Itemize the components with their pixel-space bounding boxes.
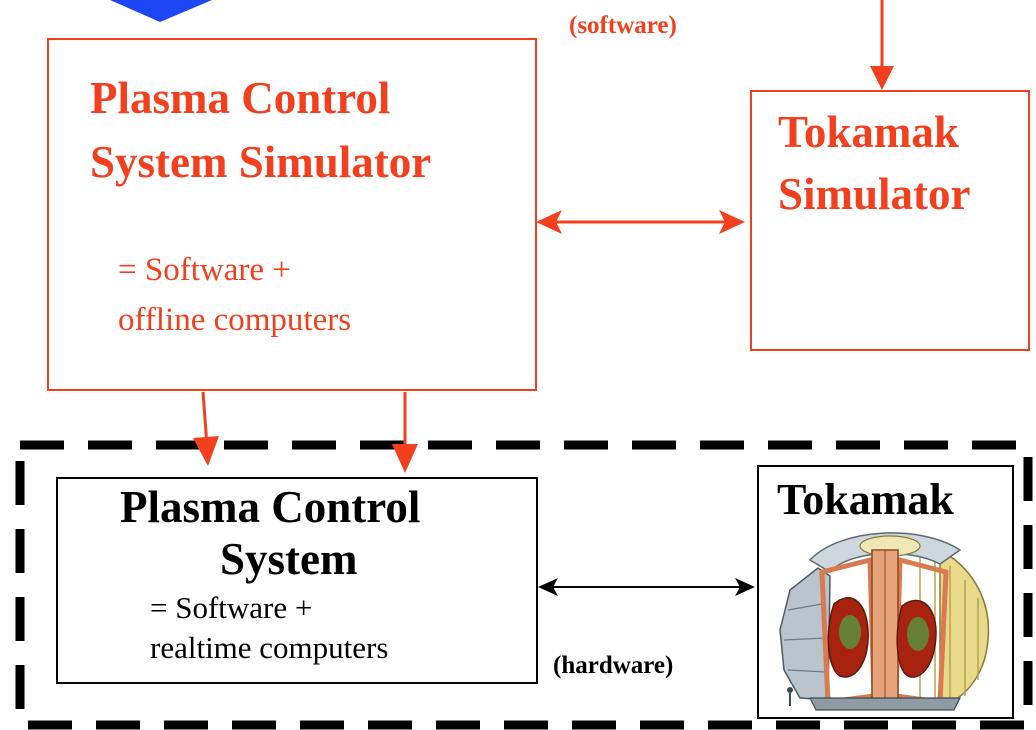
arrow-into-tokamak-simulator xyxy=(870,0,894,90)
arrow-simulator-exchange xyxy=(536,210,745,234)
pcs-box xyxy=(56,477,538,684)
pcs-simulator-title-line2: System Simulator xyxy=(90,137,432,187)
tokamak-simulator-box xyxy=(750,90,1030,351)
arrow-simulator-to-pcs-right xyxy=(392,392,418,473)
pcs-simulator-title-line1: Plasma Control xyxy=(90,73,391,123)
hardware-label: (hardware) xyxy=(553,652,674,679)
tokamak-cutaway-icon xyxy=(779,532,990,711)
software-label: (software) xyxy=(569,12,677,39)
hardware-boundary xyxy=(15,440,1033,730)
pcs-simulator-desc-line2: offline computers xyxy=(118,302,352,338)
pcs-title-line2: System xyxy=(220,534,358,584)
arrow-simulator-to-pcs-left xyxy=(193,391,219,466)
tokamak-simulator-title-line2: Simulator xyxy=(778,169,971,219)
pcs-desc-line1: = Software + xyxy=(150,590,313,625)
tokamak-title: Tokamak xyxy=(777,475,954,524)
pcs-title-line1: Plasma Control xyxy=(120,482,421,532)
blue-arrowhead-icon xyxy=(110,0,212,22)
pcs-simulator-box xyxy=(47,38,537,391)
tokamak-box xyxy=(757,465,1014,719)
tokamak-simulator-title-line1: Tokamak xyxy=(778,107,959,157)
pcs-simulator-desc-line1: = Software + xyxy=(118,252,291,288)
arrow-pcs-tokamak-exchange xyxy=(538,578,755,596)
pcs-desc-line2: realtime computers xyxy=(150,630,389,665)
